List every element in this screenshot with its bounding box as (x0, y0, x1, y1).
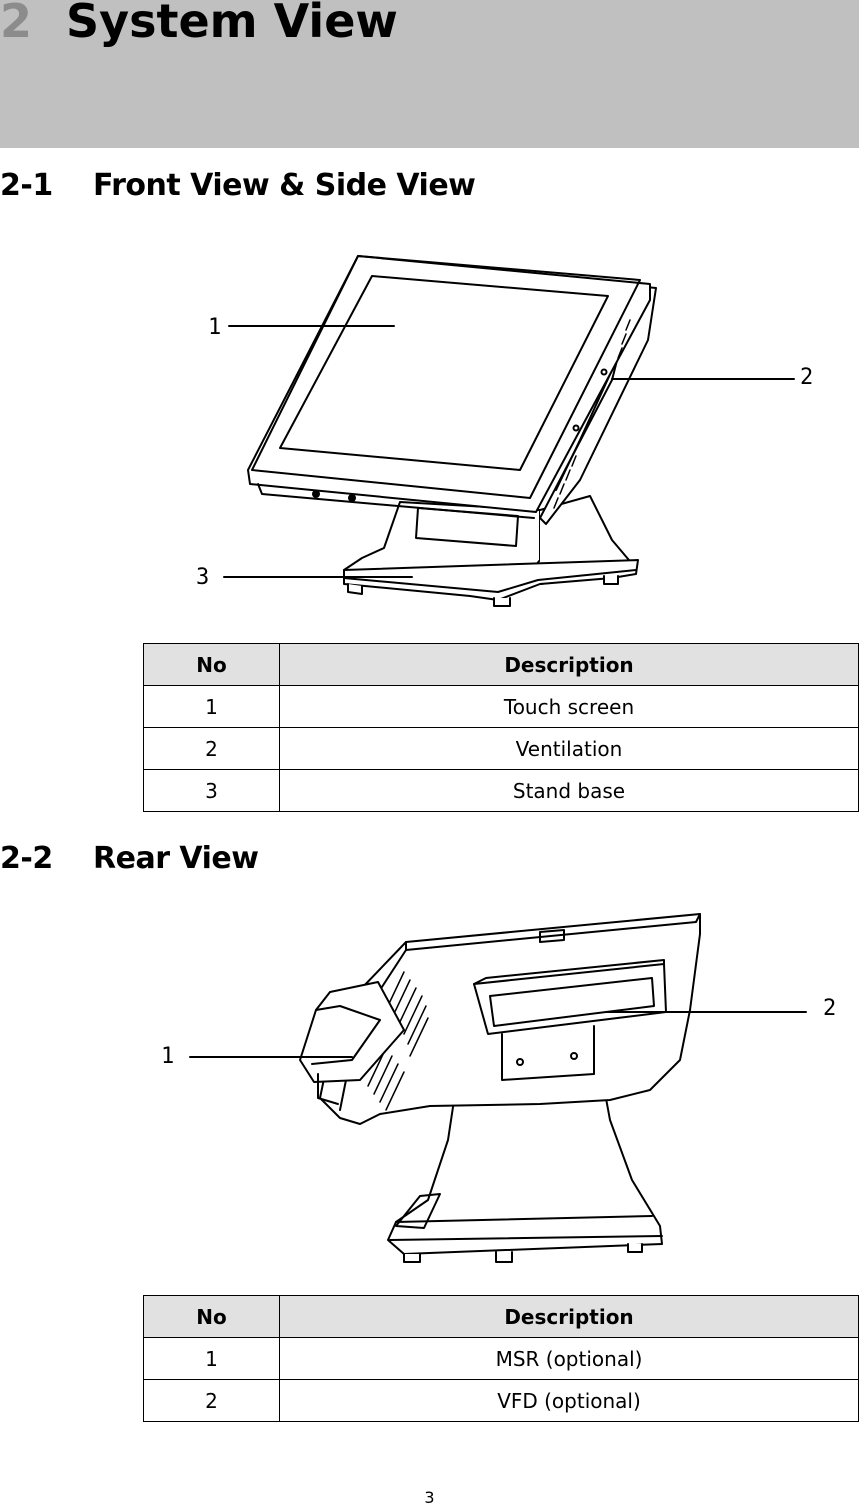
section-title: Rear View (93, 841, 259, 876)
column-header-description: Description (279, 1295, 859, 1338)
front-view-parts-table: No Description 1 Touch screen 2 Ventilat… (143, 643, 859, 812)
chapter-number: 2 (0, 0, 33, 48)
cell-description: MSR (optional) (279, 1337, 859, 1380)
cell-description: Ventilation (279, 727, 859, 770)
table-row: 2 VFD (optional) (143, 1379, 859, 1422)
section-number: 2-1 (0, 168, 53, 203)
callout-label: 3 (196, 565, 209, 590)
page-number: 3 (424, 1488, 435, 1507)
callout-label: 1 (208, 315, 221, 340)
cell-description: Stand base (279, 769, 859, 812)
column-header-no: No (143, 643, 280, 686)
cell-no: 3 (143, 769, 280, 812)
cell-description: Touch screen (279, 685, 859, 728)
section-number: 2-2 (0, 841, 53, 876)
table-header-row: No Description (143, 643, 859, 686)
chapter-title: System View (66, 0, 398, 48)
front-side-view-illustration: 1 2 3 (196, 255, 813, 607)
table-header-row: No Description (143, 1295, 859, 1338)
table-row: 2 Ventilation (143, 727, 859, 770)
table-row: 1 MSR (optional) (143, 1337, 859, 1380)
table-row: 1 Touch screen (143, 685, 859, 728)
cell-no: 2 (143, 1379, 280, 1422)
chapter-header-bar: 2 System View (0, 0, 859, 148)
callout-label: 2 (800, 365, 813, 390)
column-header-no: No (143, 1295, 280, 1338)
callout-label: 2 (823, 996, 836, 1021)
rear-view-illustration: 1 2 (161, 913, 836, 1263)
cell-no: 1 (143, 1337, 280, 1380)
table-row: 3 Stand base (143, 769, 859, 812)
cell-no: 1 (143, 685, 280, 728)
column-header-description: Description (279, 643, 859, 686)
cell-no: 2 (143, 727, 280, 770)
cell-description: VFD (optional) (279, 1379, 859, 1422)
rear-view-parts-table: No Description 1 MSR (optional) 2 VFD (o… (143, 1295, 859, 1422)
callout-label: 1 (161, 1044, 174, 1069)
section-title: Front View & Side View (93, 168, 476, 203)
